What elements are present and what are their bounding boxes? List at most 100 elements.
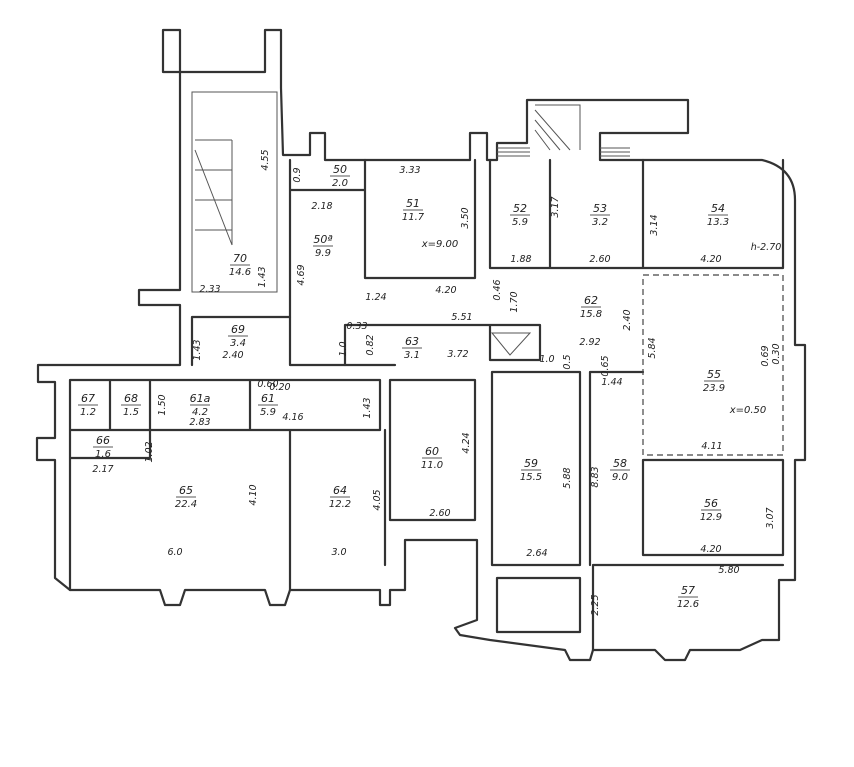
dimension-label: 2.40 [622, 309, 633, 330]
room-area: 12.6 [677, 599, 699, 610]
room-number: 60 [425, 445, 439, 458]
room-r60: 60 11.0 [421, 445, 443, 471]
room-area: 1.2 [80, 407, 96, 418]
room-area: 22.4 [175, 499, 197, 510]
dimension-label: 1.43 [257, 266, 268, 287]
dimension-label: 2.33 [199, 284, 220, 295]
room-number: 61 [261, 392, 275, 405]
room-area: 12.9 [700, 512, 722, 523]
dimension-label: 2.64 [526, 548, 547, 559]
dimension-label: 3.72 [447, 349, 468, 360]
room-number: 69 [231, 323, 245, 336]
room-area: 9.0 [612, 472, 628, 483]
room-r52: 525.9 [510, 202, 530, 228]
room-area: 23.9 [703, 383, 725, 394]
room-number: 58 [613, 457, 627, 470]
dimension-label: 2.40 [222, 350, 243, 361]
dimension-label: 2.25 [590, 594, 601, 615]
dimension-label: 3.50 [460, 207, 471, 228]
dimension-label: 1.50 [157, 394, 168, 415]
dimension-label: 4.69 [296, 264, 307, 285]
room-r63: 633.1 [402, 335, 422, 361]
room-r53: 533.2 [590, 202, 610, 228]
dimension-label: 1.0 [338, 341, 349, 356]
room-r69: 693.4 [228, 323, 248, 349]
dimension-label: 0.65 [600, 355, 611, 376]
room-area: 11.0 [421, 460, 443, 471]
room-area: 14.6 [229, 267, 251, 278]
annotation-notes: x=9.00x=0.50 [421, 239, 767, 416]
room-number: 70 [233, 252, 247, 265]
dimension-label: 1.88 [510, 254, 531, 265]
room-number: 50 [333, 163, 347, 176]
dimension-label: 0.69 [760, 345, 771, 366]
room-area: 11.7 [402, 212, 425, 223]
dimension-label: 2.18 [311, 201, 332, 212]
room-number: 50ª [313, 233, 332, 246]
room-area: 12.2 [329, 499, 351, 510]
room-area: 5.9 [512, 217, 528, 228]
room-number: 56 [704, 497, 718, 510]
dimension-label: 3.14 [649, 214, 660, 235]
dimension-label: 0.82 [365, 334, 376, 355]
area-note: x=0.50 [729, 405, 767, 416]
dimension-label: 2.92 [579, 337, 600, 348]
dimension-label: 4.11 [701, 441, 722, 452]
dimension-label: 3.07 [765, 507, 776, 528]
dimension-label: 4.55 [260, 149, 271, 170]
dimension-label: 1.24 [365, 292, 386, 303]
room-area: 13.3 [707, 217, 729, 228]
room-number: 62 [584, 294, 598, 307]
dimension-label: 5.80 [718, 565, 739, 576]
room-r67: 671.2 [78, 392, 98, 418]
dimension-label: 0.33 [346, 321, 367, 332]
dimension-label: 0.46 [492, 279, 503, 300]
room-number: 68 [124, 392, 138, 405]
room-area: 3.4 [230, 338, 246, 349]
dimension-label: 2.60 [589, 254, 610, 265]
room-number: 66 [96, 434, 110, 447]
dimension-label: 0.60 [257, 379, 278, 390]
dimension-label: 2.60 [429, 508, 450, 519]
walls [35, 28, 807, 662]
room-number: 65 [179, 484, 193, 497]
room-r65: 65 22.4 [175, 484, 197, 510]
dimension-label: 0.20 [269, 382, 290, 393]
room-number: 61a [190, 392, 211, 405]
dimension-label: 4.20 [700, 544, 721, 555]
room-area: 4.2 [192, 407, 208, 418]
room-number: 53 [593, 202, 607, 215]
room-area: 1.6 [95, 449, 111, 460]
room-number: 59 [524, 457, 538, 470]
dimension-label: 3.0 [331, 547, 346, 558]
room-area: 9.9 [315, 248, 331, 259]
room-r58: 589.0 [610, 457, 630, 483]
dimension-label: 4.16 [282, 412, 303, 423]
room-number: 51 [406, 197, 420, 210]
dimension-label: 1.02 [144, 441, 155, 462]
room-area: 1.5 [123, 407, 139, 418]
dimension-label: 8.83 [590, 466, 601, 487]
room-r68: 681.5 [121, 392, 141, 418]
dimension-label: 4.05 [372, 489, 383, 510]
room-number: 63 [405, 335, 419, 348]
dimension-label: 2.17 [92, 464, 113, 475]
room-area: 2.0 [332, 178, 348, 189]
room-r70: 70 14.6 [229, 252, 251, 278]
dimension-label: 4.20 [435, 285, 456, 296]
dimension-label: 1.44 [601, 377, 622, 388]
room-r56: 56 12.9 [700, 497, 722, 523]
dimension-label: 2.83 [189, 417, 210, 428]
room-number: 67 [81, 392, 95, 405]
dimension-label: 3.17 [550, 196, 561, 217]
room-r66: 661.6 [93, 434, 113, 460]
dimension-label: 1.70 [509, 291, 520, 312]
room-r51: 51 11.7 [402, 197, 425, 223]
